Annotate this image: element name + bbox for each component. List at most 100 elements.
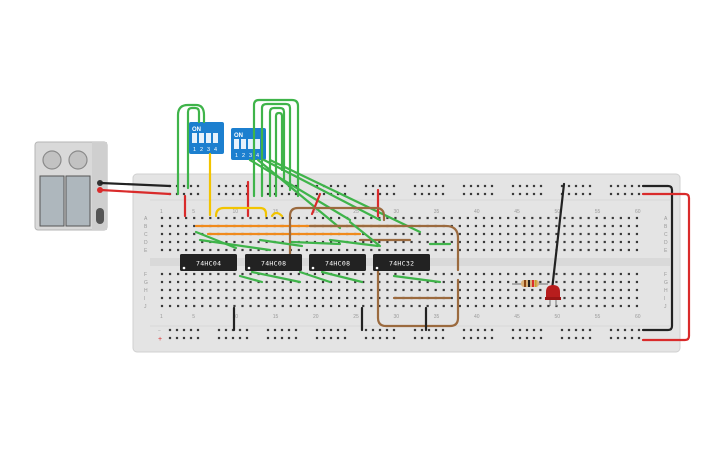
breadboard-hole[interactable] [627, 216, 630, 220]
breadboard-hole[interactable] [532, 328, 536, 332]
breadboard-hole[interactable] [635, 216, 639, 220]
breadboard-hole[interactable] [595, 240, 598, 244]
breadboard-hole[interactable] [462, 336, 466, 340]
breadboard-hole[interactable] [189, 184, 193, 188]
breadboard-hole[interactable] [354, 272, 357, 276]
breadboard-hole[interactable] [297, 304, 300, 308]
breadboard-hole[interactable] [623, 192, 627, 196]
breadboard-hole[interactable] [563, 296, 566, 300]
breadboard-hole[interactable] [322, 328, 326, 332]
breadboard-hole[interactable] [434, 192, 438, 196]
breadboard-hole[interactable] [225, 240, 228, 244]
breadboard-hole[interactable] [402, 232, 405, 236]
breadboard-hole[interactable] [420, 184, 424, 188]
breadboard-hole[interactable] [442, 240, 445, 244]
breadboard-hole[interactable] [499, 240, 502, 244]
breadboard-hole[interactable] [458, 232, 461, 236]
breadboard-hole[interactable] [168, 216, 172, 220]
breadboard-hole[interactable] [370, 296, 373, 300]
breadboard-hole[interactable] [394, 304, 397, 308]
breadboard-hole[interactable] [637, 336, 641, 340]
breadboard-hole[interactable] [362, 272, 365, 276]
breadboard-hole[interactable] [265, 296, 268, 300]
breadboard-hole[interactable] [611, 224, 614, 228]
breadboard-hole[interactable] [182, 336, 186, 340]
breadboard-hole[interactable] [637, 328, 641, 332]
breadboard-hole[interactable] [386, 240, 389, 244]
breadboard-hole[interactable] [273, 328, 277, 332]
breadboard-hole[interactable] [354, 296, 357, 300]
breadboard-hole[interactable] [394, 240, 397, 244]
breadboard-hole[interactable] [523, 224, 526, 228]
breadboard-hole[interactable] [623, 184, 627, 188]
breadboard-hole[interactable] [635, 280, 639, 284]
breadboard-hole[interactable] [168, 224, 172, 228]
breadboard-hole[interactable] [539, 280, 542, 284]
breadboard-hole[interactable] [313, 248, 317, 252]
breadboard-hole[interactable] [518, 192, 522, 196]
breadboard-hole[interactable] [338, 272, 341, 276]
breadboard-hole[interactable] [217, 296, 220, 300]
breadboard-hole[interactable] [611, 304, 614, 308]
breadboard-hole[interactable] [305, 296, 308, 300]
breadboard-hole[interactable] [450, 216, 453, 220]
breadboard-hole[interactable] [426, 280, 429, 284]
breadboard-hole[interactable] [364, 336, 368, 340]
breadboard-hole[interactable] [587, 272, 590, 276]
breadboard-hole[interactable] [441, 184, 445, 188]
breadboard-hole[interactable] [193, 216, 196, 220]
breadboard-hole[interactable] [273, 296, 276, 300]
breadboard-hole[interactable] [418, 248, 421, 252]
breadboard-hole[interactable] [209, 296, 212, 300]
breadboard-hole[interactable] [525, 328, 529, 332]
breadboard-hole[interactable] [490, 248, 494, 252]
breadboard-hole[interactable] [611, 280, 614, 284]
breadboard-hole[interactable] [281, 296, 284, 300]
breadboard-hole[interactable] [579, 248, 582, 252]
breadboard-hole[interactable] [588, 192, 592, 196]
breadboard-hole[interactable] [313, 272, 317, 276]
breadboard-hole[interactable] [630, 184, 634, 188]
breadboard-hole[interactable] [160, 272, 164, 276]
breadboard-hole[interactable] [434, 304, 437, 308]
breadboard-hole[interactable] [338, 248, 341, 252]
breadboard-hole[interactable] [611, 232, 614, 236]
breadboard-hole[interactable] [245, 336, 249, 340]
breadboard-hole[interactable] [238, 192, 242, 196]
breadboard-hole[interactable] [225, 280, 228, 284]
breadboard-hole[interactable] [177, 240, 180, 244]
breadboard-hole[interactable] [420, 328, 424, 332]
breadboard-hole[interactable] [555, 224, 558, 228]
breadboard-hole[interactable] [499, 288, 502, 292]
breadboard-hole[interactable] [217, 184, 221, 188]
breadboard-hole[interactable] [518, 184, 522, 188]
breadboard-hole[interactable] [370, 248, 373, 252]
breadboard-hole[interactable] [630, 192, 634, 196]
breadboard-hole[interactable] [635, 240, 639, 244]
breadboard-hole[interactable] [294, 336, 298, 340]
breadboard-hole[interactable] [289, 288, 292, 292]
breadboard-hole[interactable] [587, 296, 590, 300]
breadboard-hole[interactable] [231, 336, 235, 340]
breadboard-hole[interactable] [450, 296, 453, 300]
breadboard-hole[interactable] [385, 184, 389, 188]
breadboard-hole[interactable] [305, 216, 308, 220]
breadboard-hole[interactable] [466, 296, 469, 300]
breadboard-hole[interactable] [185, 296, 188, 300]
breadboard-hole[interactable] [217, 336, 221, 340]
breadboard-hole[interactable] [338, 216, 341, 220]
breadboard-hole[interactable] [370, 232, 373, 236]
breadboard-hole[interactable] [474, 304, 478, 308]
breadboard-hole[interactable] [609, 336, 613, 340]
breadboard-hole[interactable] [257, 288, 260, 292]
breadboard-hole[interactable] [297, 216, 300, 220]
breadboard-hole[interactable] [426, 288, 429, 292]
breadboard-hole[interactable] [410, 232, 413, 236]
breadboard-hole[interactable] [378, 272, 381, 276]
breadboard-hole[interactable] [201, 240, 204, 244]
breadboard-hole[interactable] [531, 224, 534, 228]
breadboard-hole[interactable] [434, 328, 438, 332]
breadboard-hole[interactable] [378, 232, 381, 236]
breadboard-hole[interactable] [482, 232, 486, 236]
breadboard-hole[interactable] [571, 232, 574, 236]
